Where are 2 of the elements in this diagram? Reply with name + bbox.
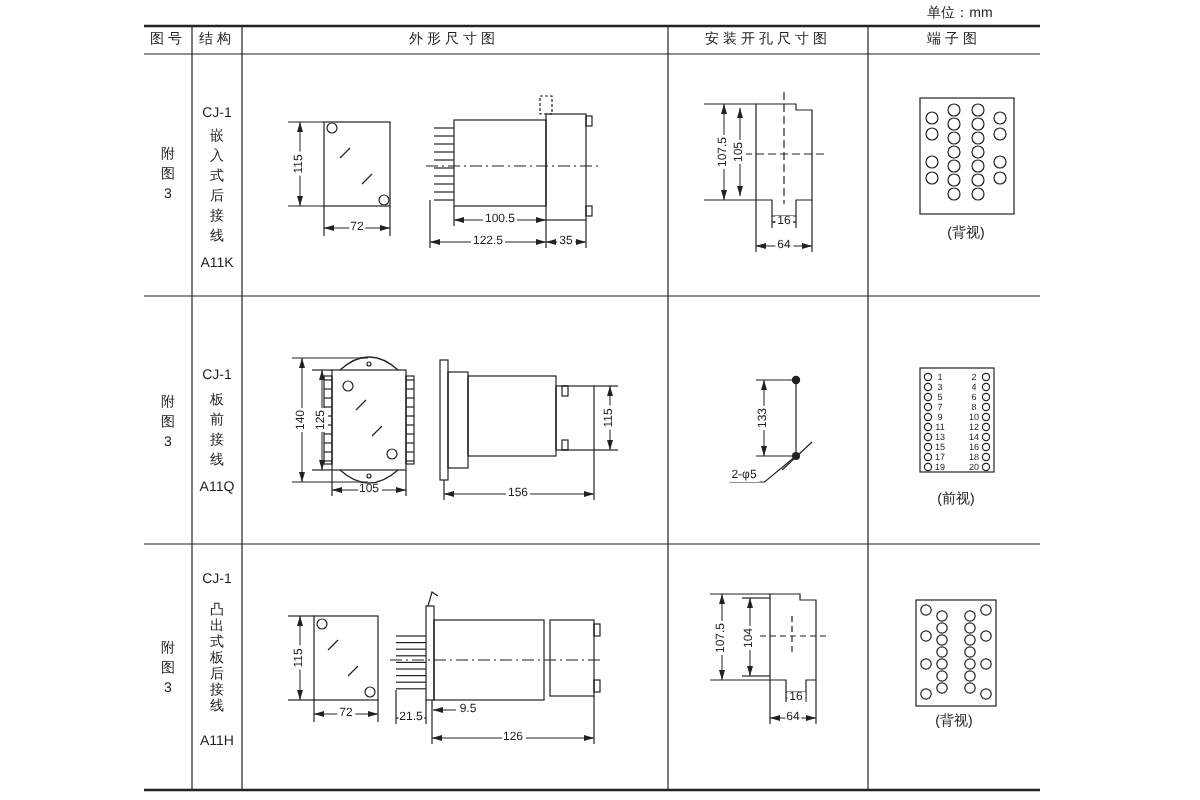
mounting-hole — [792, 452, 800, 460]
leader-line — [728, 457, 794, 483]
